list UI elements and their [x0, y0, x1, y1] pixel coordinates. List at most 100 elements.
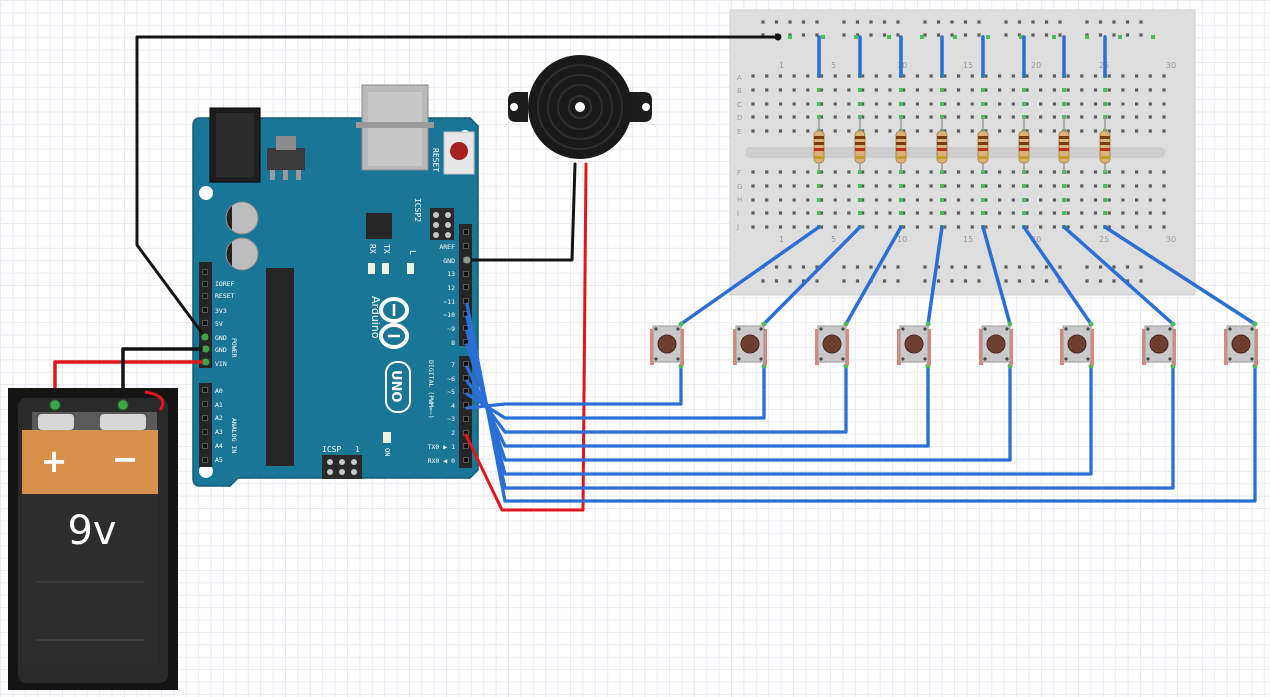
header-hole — [463, 457, 469, 463]
breadboard-hole — [1025, 211, 1029, 215]
breadboard-hole — [847, 170, 851, 174]
button-leg — [1060, 329, 1064, 365]
breadboard-hole — [1148, 102, 1152, 106]
breadboard-hole — [950, 279, 954, 283]
resistor-band — [1059, 156, 1069, 159]
push-button[interactable] — [657, 334, 677, 354]
rail-active-hole — [1151, 35, 1155, 39]
buzzer-ring — [547, 74, 613, 140]
breadboard-hole — [1107, 74, 1111, 78]
button-corner — [1086, 327, 1090, 331]
breadboard-active-hole — [858, 198, 862, 202]
wire-resistor-to-button[interactable] — [1103, 225, 1257, 326]
wire-resistor-to-button[interactable] — [1062, 225, 1175, 326]
usb-interface-chip — [366, 213, 392, 239]
breadboard-hole — [1080, 225, 1084, 229]
breadboard-hole — [1080, 170, 1084, 174]
wire-button-to-pin[interactable] — [465, 343, 1012, 462]
wire-battery-negative[interactable] — [121, 347, 208, 407]
regulator-tab — [276, 136, 296, 150]
wire-button-to-pin[interactable] — [465, 364, 848, 434]
wire-resistor-to-button[interactable] — [1022, 225, 1093, 326]
breadboard-hole — [788, 265, 792, 269]
breadboard-hole — [833, 184, 837, 188]
wire-resistor-to-button[interactable] — [981, 225, 1012, 326]
breadboard-hole — [1148, 129, 1152, 133]
breadboard-active-hole — [1022, 198, 1026, 202]
wire-endpoint — [202, 345, 210, 353]
breadboard-hole — [1031, 265, 1035, 269]
breadboard-hole — [956, 225, 961, 229]
breadboard-hole — [915, 170, 919, 174]
breadboard-hole — [1011, 170, 1015, 174]
breadboard-hole — [956, 115, 961, 119]
breadboard[interactable]: 1 5 10 15 20 25 30 1 5 10 15 20 25 30 A … — [729, 9, 1196, 296]
breadboard-active-hole — [817, 211, 821, 215]
push-button[interactable] — [1149, 334, 1169, 354]
push-button[interactable] — [740, 334, 760, 354]
breadboard-hole — [888, 115, 892, 119]
piezo-buzzer[interactable] — [508, 55, 652, 159]
breadboard-hole — [1107, 129, 1111, 133]
wire-button-to-pin[interactable] — [465, 364, 930, 448]
buzzer-ring — [568, 95, 592, 119]
breadboard-hole — [1052, 74, 1056, 78]
breadboard-hole — [984, 225, 988, 229]
header-hole — [202, 293, 208, 299]
breadboard-hole — [1121, 225, 1125, 229]
breadboard-hole — [1044, 33, 1049, 37]
battery-terminal-negative — [100, 414, 146, 430]
breadboard-hole — [970, 115, 974, 119]
analog-pin-label: A4 — [215, 442, 223, 450]
resistor-band — [1019, 142, 1029, 145]
breadboard-hole — [847, 74, 851, 78]
wire-button-to-pin[interactable] — [465, 364, 766, 420]
breadboard-hole — [970, 74, 974, 78]
wire-resistor-to-button[interactable] — [926, 225, 944, 326]
wire-button-to-pin[interactable] — [465, 364, 683, 410]
breadboard-hole — [984, 211, 988, 215]
wire-buzzer-signal[interactable] — [464, 162, 588, 512]
breadboard-hole — [861, 184, 865, 188]
power-header — [199, 262, 212, 368]
battery-9v[interactable]: + − 9v — [8, 388, 178, 690]
wire-gnd-to-breadboard[interactable] — [135, 35, 780, 339]
wire-resistor-to-button[interactable] — [762, 225, 862, 326]
push-button[interactable] — [904, 334, 924, 354]
button-leg — [1142, 329, 1146, 365]
arduino-uno-board[interactable]: RESET ICSP2 RX TX L Arduino — [192, 84, 479, 487]
push-button[interactable] — [822, 334, 842, 354]
push-button[interactable] — [986, 334, 1006, 354]
breadboard-hole — [806, 198, 810, 202]
button-corner — [841, 357, 845, 361]
button-leg — [897, 329, 901, 365]
wire-resistor-to-button[interactable] — [844, 225, 903, 326]
breadboard-hole — [963, 279, 968, 283]
breadboard-hole — [998, 211, 1002, 215]
breadboard-hole — [915, 198, 919, 202]
reset-button[interactable] — [450, 142, 468, 160]
battery-minus-sign: − — [112, 440, 139, 478]
button-corner — [1146, 327, 1150, 331]
breadboard-hole — [936, 33, 941, 37]
breadboard-hole — [1162, 198, 1166, 202]
wire-endpoint — [843, 321, 849, 327]
breadboard-hole — [1125, 279, 1130, 283]
wire-buzzer-gnd[interactable] — [465, 162, 577, 262]
breadboard-active-hole — [817, 198, 821, 202]
breadboard-hole — [1112, 265, 1116, 269]
breadboard-hole — [888, 129, 892, 133]
breadboard-hole — [1025, 184, 1029, 188]
breadboard-hole — [1098, 20, 1103, 24]
regulator-leg — [296, 170, 301, 180]
breadboard-hole — [1135, 129, 1139, 133]
push-button[interactable] — [1231, 334, 1251, 354]
wire-resistor-to-button[interactable] — [679, 225, 821, 326]
breadboard-hole — [882, 20, 887, 24]
icsp2-label: ICSP2 — [413, 198, 422, 222]
button-corner — [676, 327, 680, 331]
wire-endpoint — [1007, 321, 1013, 327]
rail-active-hole — [821, 35, 825, 39]
mounting-hole — [199, 186, 213, 200]
push-button[interactable] — [1067, 334, 1087, 354]
